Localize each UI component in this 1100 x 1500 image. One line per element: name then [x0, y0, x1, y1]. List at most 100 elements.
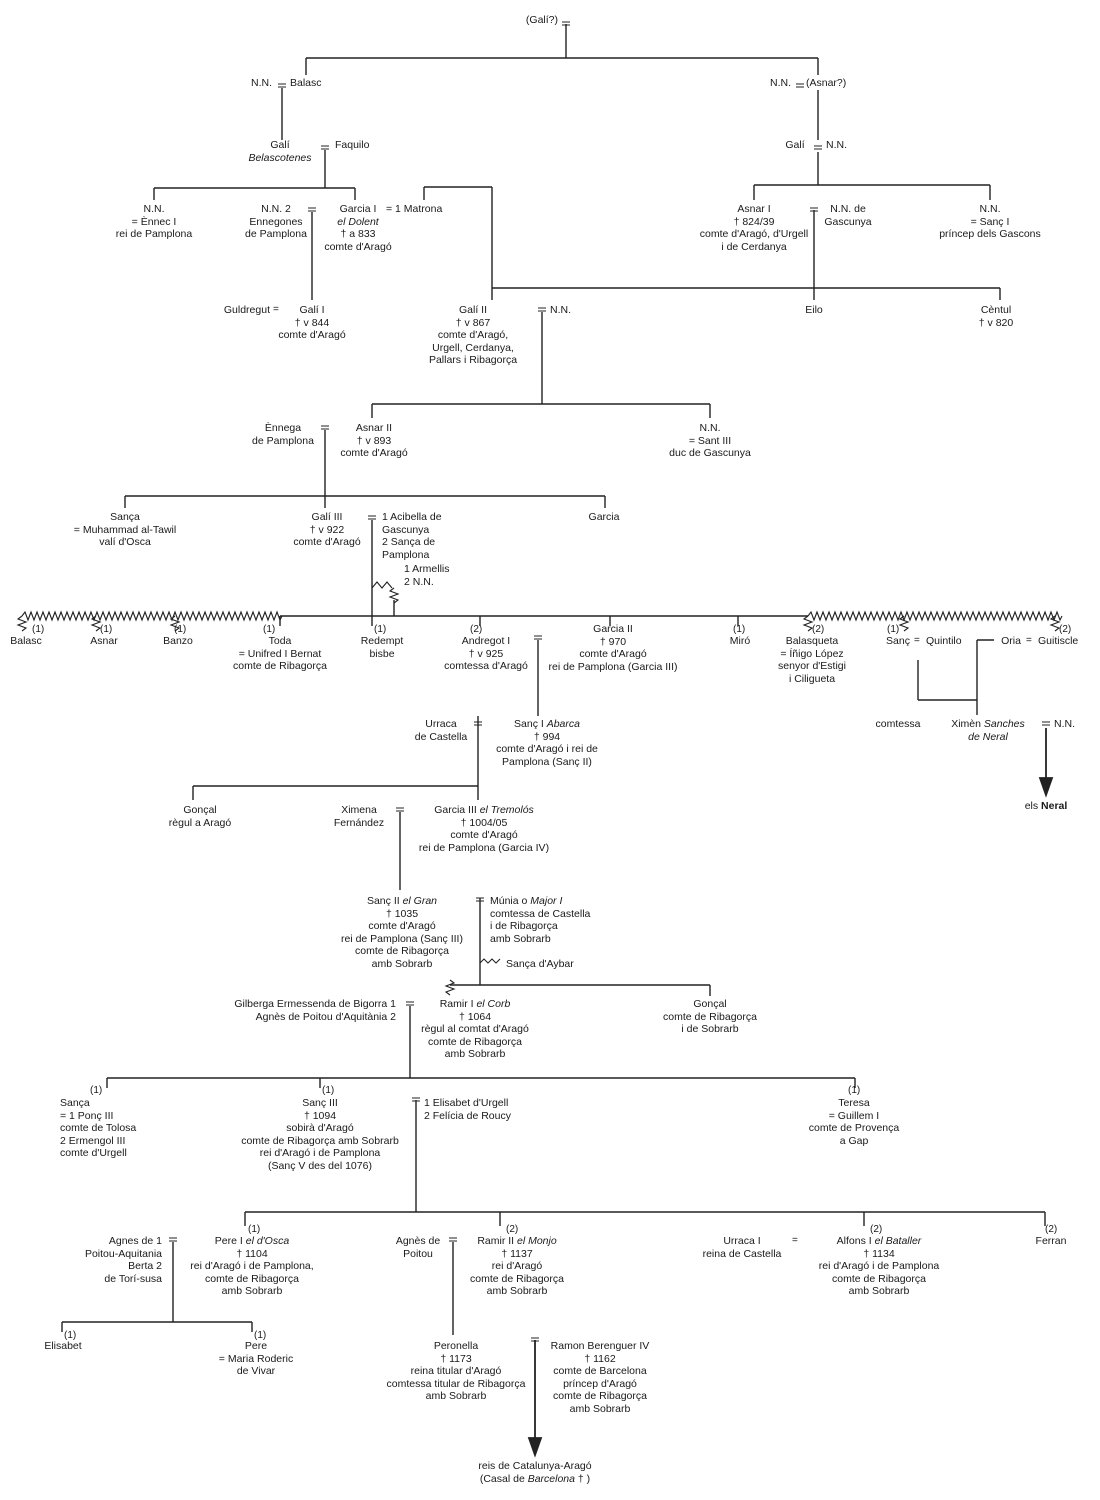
- person-line: Berta 2: [128, 1260, 162, 1272]
- person-line: Elisabet: [44, 1340, 82, 1352]
- person-line: amb Sobrarb: [371, 957, 433, 970]
- person-line: N.N.: [979, 203, 1001, 215]
- person-line: Banzo: [163, 635, 193, 647]
- person-line: comte de Ribagorça: [470, 1272, 564, 1285]
- person-line: Gonçal: [183, 804, 217, 816]
- person-line: † 1134: [863, 1247, 895, 1260]
- person-line: Teresa: [838, 1097, 870, 1109]
- person-line: 2 Ermengol III: [60, 1134, 126, 1147]
- order-mark: (1): [887, 624, 900, 635]
- order-mark: (1): [848, 1085, 861, 1096]
- person-line: = Sanç I: [970, 215, 1010, 228]
- person-line: comte de Ribagorça amb Sobrarb: [241, 1134, 399, 1147]
- person-line: Cèntul: [980, 304, 1012, 316]
- person-faquilo: Faquilo: [335, 139, 395, 152]
- order-mark: (2): [470, 624, 483, 635]
- person-line: † 824/39: [733, 215, 775, 228]
- person-line: N.N. 2: [261, 203, 291, 215]
- person-line: comte d'Aragó i rei de: [496, 743, 598, 755]
- person-line: 2 Sança de: [382, 536, 436, 548]
- person-line: = Sant III: [688, 434, 732, 447]
- person-line: príncep dels Gascons: [939, 228, 1041, 240]
- person-line: Gonçal: [693, 998, 727, 1010]
- person-line: (Casal de Barcelona † ): [479, 1472, 591, 1485]
- person-line: bisbe: [369, 647, 395, 660]
- person-line: † v 844: [294, 316, 330, 329]
- person-line: rei de Pamplona (Sanç III): [341, 932, 463, 945]
- person-line: rei d'Aragó i de Pamplona,: [190, 1260, 314, 1272]
- person-line: comtessa titular de Ribagorça: [386, 1377, 526, 1390]
- person-line: Galí: [785, 139, 805, 151]
- person-line: † 1137: [501, 1247, 533, 1260]
- order-mark: (1): [90, 1085, 103, 1096]
- person-gali-root: (Galí?): [470, 14, 558, 27]
- person-banzo: Banzo: [158, 635, 198, 648]
- marriage-sign: =: [792, 1235, 798, 1246]
- person-line: Garcia II: [593, 623, 633, 635]
- person-line: el Dolent: [337, 215, 379, 228]
- person-line: Múnia o Major I: [490, 895, 563, 907]
- person-line: † 994: [533, 730, 561, 743]
- person-matrona: = 1 Matrona: [386, 203, 456, 216]
- person-asnar-child: Asnar: [84, 635, 124, 648]
- person-line: † v 820: [978, 316, 1014, 329]
- person-line: i de Ribagorça: [490, 920, 558, 932]
- person-line: rei de Pamplona (Garcia IV): [418, 841, 550, 854]
- person-line: comte d'Aragó: [324, 240, 392, 253]
- person-line: 1 Elisabet d'Urgell: [424, 1097, 509, 1109]
- person-line: Pallars i Ribagorça: [428, 354, 518, 366]
- person-line: Gascunya: [382, 523, 430, 536]
- person-line: Belascotenes: [248, 151, 312, 164]
- person-line: amb Sobrarb: [486, 1285, 548, 1297]
- person-nn-gali-wife: N.N.: [826, 139, 866, 152]
- person-line: i de Cerdanya: [721, 240, 787, 253]
- person-eilo: Eilo: [794, 304, 834, 317]
- person-line: duc de Gascunya: [669, 447, 751, 459]
- person-line: rei d'Aragó: [491, 1260, 543, 1272]
- person-line: = Maria Roderic: [218, 1352, 294, 1365]
- person-line: Ramon Berenguer IV: [550, 1340, 650, 1352]
- person-line: amb Sobrarb: [221, 1285, 283, 1297]
- order-mark: (1): [32, 624, 45, 635]
- person-line: amb Sobrarb: [425, 1390, 487, 1402]
- person-line: Pere I el d'Osca: [214, 1235, 290, 1247]
- person-line: Urgell, Cerdanya,: [432, 341, 514, 354]
- order-mark: (1): [100, 624, 113, 635]
- person-line: † 1004/05: [460, 816, 508, 829]
- person-line: comtessa d'Aragó: [444, 660, 528, 672]
- person-line: Alfons I el Bataller: [836, 1235, 922, 1247]
- person-line: comte d'Urgell: [60, 1147, 127, 1159]
- person-line: Galí I: [299, 304, 325, 316]
- person-line: comte de Ribagorça: [428, 1035, 522, 1048]
- person-line: Miró: [729, 635, 751, 647]
- person-line: = 1 Ponç III: [60, 1109, 114, 1122]
- person-line: Oria: [1001, 635, 1021, 647]
- person-line: = 1 Matrona: [386, 203, 443, 215]
- order-mark: (2): [870, 1224, 883, 1235]
- person-nn-gali-ii-wife: N.N.: [550, 304, 590, 317]
- person-line: Sanç II el Gran: [366, 895, 438, 907]
